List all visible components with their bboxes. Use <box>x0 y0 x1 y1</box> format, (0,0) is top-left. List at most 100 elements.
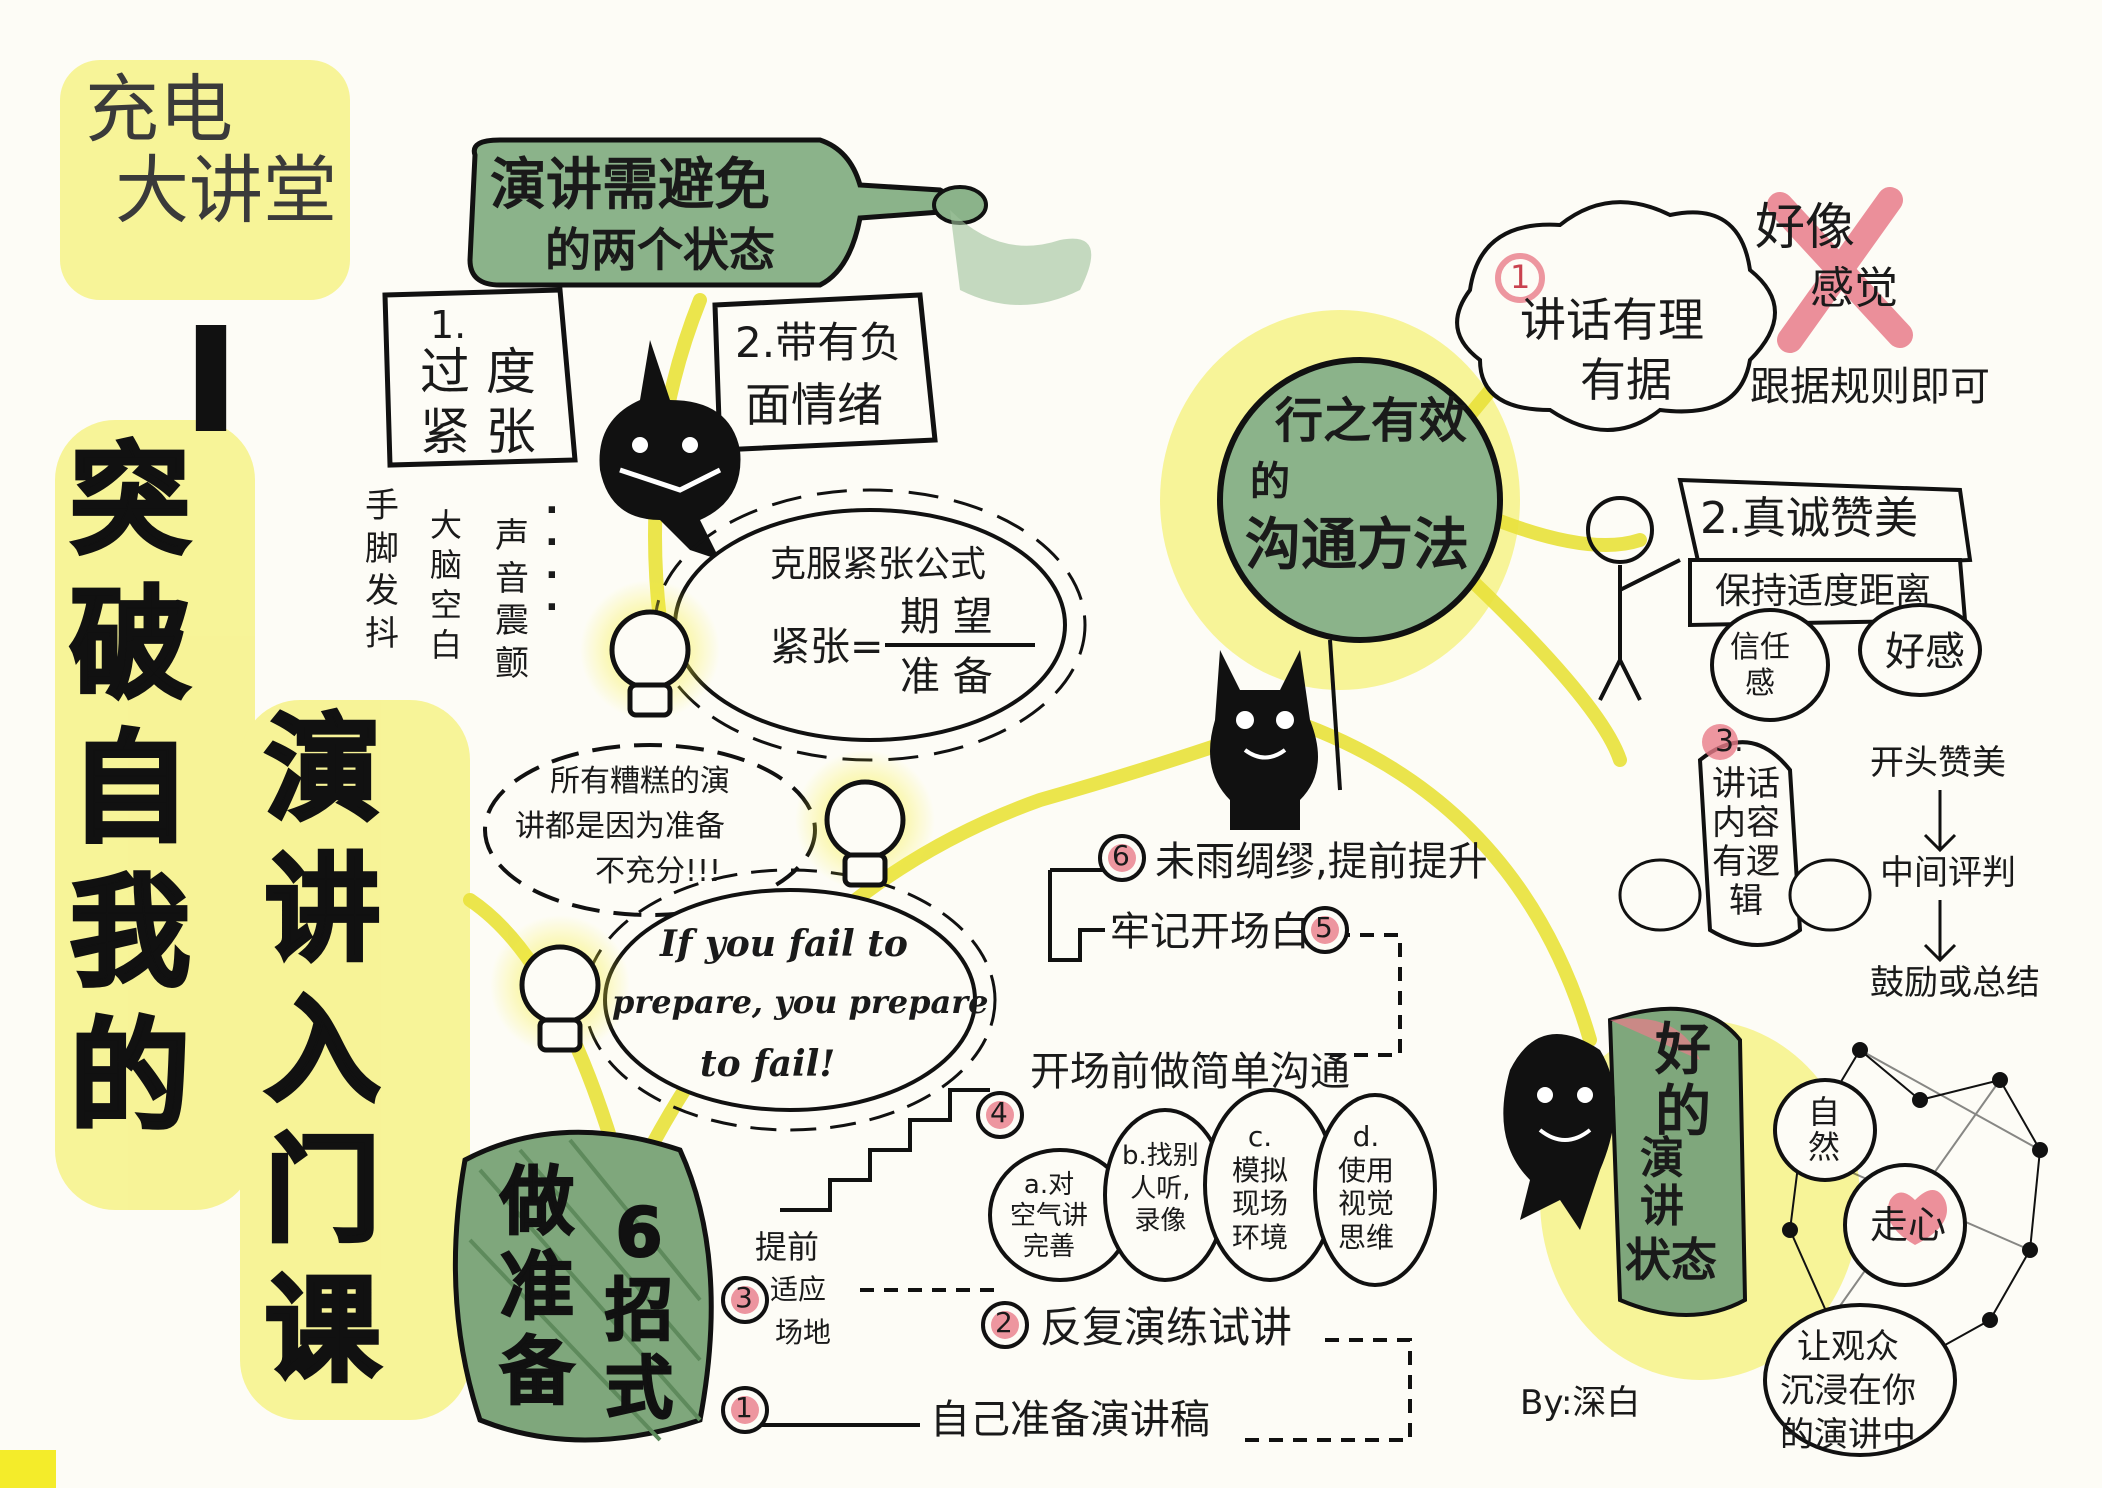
step-4-label: 开场前做简单沟通 <box>1030 1049 1350 1095</box>
good-state-char: 讲 <box>1640 1181 1684 1233</box>
brand-title: 充电 大讲堂 <box>85 67 337 235</box>
roman-numeral: I <box>183 300 239 463</box>
title-char: 自 <box>68 718 192 861</box>
cat-character <box>1210 650 1318 830</box>
symptom-char: · <box>545 490 559 531</box>
symptom-char: 白 <box>430 626 463 664</box>
brand-line-1: 充电 <box>85 67 233 153</box>
logic-text: 讲话 内容 有逻 辑 <box>1712 764 1780 922</box>
confident-char: 然 <box>1808 1128 1841 1167</box>
corner-tab <box>0 1450 56 1488</box>
bottle-shape <box>467 137 1092 305</box>
practice-clouds <box>988 1088 1437 1287</box>
flow-step-3: 鼓励或总结 <box>1870 963 2040 1003</box>
symptom-char: 震 <box>495 601 529 641</box>
praise-title: 2.真诚赞美 <box>1700 493 1918 544</box>
practice-a: a.对 空气讲 完善 <box>1010 1170 1088 1264</box>
step-6-number: 6 <box>1112 839 1130 872</box>
symptom-char: 声 <box>495 516 529 556</box>
symptom-3: 声 音 震 颤 <box>495 515 529 685</box>
practice-d-line: 视觉 <box>1338 1187 1395 1221</box>
english-line-3: to fail! <box>700 1043 836 1085</box>
step-6-label: 未雨绸缪,提前提升 <box>1155 839 1488 885</box>
practice-d: d. 使用 视觉 思维 <box>1338 1120 1394 1254</box>
step-5-number: 5 <box>1315 911 1333 944</box>
state-2-line-2: 面情绪 <box>745 378 883 432</box>
bad-speech-line-2: 讲都是因为准备 <box>515 809 725 844</box>
devil-character <box>599 340 741 560</box>
symptom-char: 脑 <box>430 546 463 584</box>
reason-number: 1 <box>1510 258 1531 296</box>
title-char: 入 <box>263 982 382 1120</box>
good-state-char: 好 <box>1655 1018 1711 1083</box>
symptom-char: 颤 <box>495 643 529 684</box>
practice-b-line: b.找别 <box>1122 1141 1199 1171</box>
step-3-number: 3 <box>735 1281 753 1314</box>
step-1-label: 自己准备演讲稿 <box>930 1397 1210 1443</box>
staircase <box>760 868 1412 1442</box>
flow-step-1: 开头赞美 <box>1870 743 2006 783</box>
immerse-label: 让观众 沉浸在你 的演讲中 <box>1780 1325 1916 1458</box>
six-moves-column-1: 做 准 备 <box>499 1158 575 1416</box>
title-char: 讲 <box>263 841 382 979</box>
practice-c-line: 现场 <box>1232 1187 1289 1221</box>
title-char: 演 <box>263 701 382 839</box>
brand-line-2: 大讲堂 <box>115 148 337 235</box>
main-title-column-2: 演 讲 入 门 课 <box>263 700 382 1401</box>
flow-step-2: 中间评判 <box>1880 853 2016 893</box>
logic-line: 有逻 <box>1712 842 1780 883</box>
symptom-char: · <box>545 522 559 564</box>
state-1-line-2: 紧 张 <box>420 403 536 461</box>
reason-cloud <box>1455 200 1777 432</box>
confident-label: 自 然 <box>1808 1093 1841 1167</box>
blob-character <box>1503 1034 1615 1230</box>
symptom-char: · <box>545 554 559 596</box>
method-line-2: 的 <box>1250 459 1290 505</box>
flow-arrows <box>1923 790 1957 963</box>
english-line-2: prepare, you prepare <box>612 983 989 1021</box>
bottle-line-2: 的两个状态 <box>545 223 775 277</box>
bottle-line-1: 演讲需避免 <box>490 153 770 218</box>
trust-line: 信任 <box>1730 630 1790 665</box>
good-state-column-1: 好 的 <box>1655 1020 1711 1143</box>
symptom-2: 大 脑 空 白 <box>430 505 462 665</box>
six-moves-box <box>452 1129 714 1443</box>
symptom-char: 手 <box>365 486 399 526</box>
praise-distance: 保持适度距离 <box>1715 571 1932 612</box>
good-state-column-2: 演 讲 <box>1640 1134 1684 1233</box>
state-boxes <box>382 287 938 468</box>
practice-a-line: 完善 <box>1023 1232 1076 1263</box>
practice-a-line: a.对 <box>1023 1170 1075 1200</box>
practice-a-line: 空气讲 <box>1010 1201 1089 1232</box>
state-1-number: 1. <box>430 303 467 347</box>
confident-char: 自 <box>1808 1093 1841 1131</box>
practice-c-line: c. <box>1247 1120 1273 1153</box>
six-moves-char: 式 <box>604 1350 674 1430</box>
state-1-line-1: 过 度 <box>420 343 536 401</box>
six-moves-char: 备 <box>499 1329 575 1416</box>
practice-c: c. 模拟 现场 环境 <box>1232 1120 1288 1254</box>
title-char: 门 <box>263 1122 382 1260</box>
symptom-4: · · · · <box>545 490 559 626</box>
good-state-char: 的 <box>1655 1079 1711 1145</box>
title-char: 课 <box>263 1262 382 1400</box>
heart-label: 走心 <box>1870 1203 1947 1247</box>
practice-b-line: 录像 <box>1134 1206 1187 1236</box>
reason-line-1: 讲话有理 <box>1520 293 1704 347</box>
symptom-char: 抖 <box>365 613 399 654</box>
title-char: 破 <box>68 574 192 717</box>
step-3-line-2: 适应 <box>770 1273 827 1306</box>
cross-line-1: 好像 <box>1755 198 1855 256</box>
symptom-1: 手 脚 发 抖 <box>365 485 399 655</box>
step-2-number: 2 <box>995 1306 1013 1339</box>
logic-line: 讲话 <box>1712 764 1780 804</box>
formula-lhs: 紧张= <box>770 624 884 670</box>
english-line-1: If you fail to <box>660 923 908 965</box>
good-state-char: 状 <box>1625 1233 1671 1287</box>
logic-line: 辑 <box>1729 881 1763 922</box>
immerse-line: 的演讲中 <box>1780 1415 1916 1456</box>
praise-box <box>1677 477 1982 722</box>
logic-line: 内容 <box>1712 803 1780 844</box>
cross-line-2: 感觉 <box>1810 263 1898 314</box>
good-state-card <box>1607 1006 1748 1317</box>
